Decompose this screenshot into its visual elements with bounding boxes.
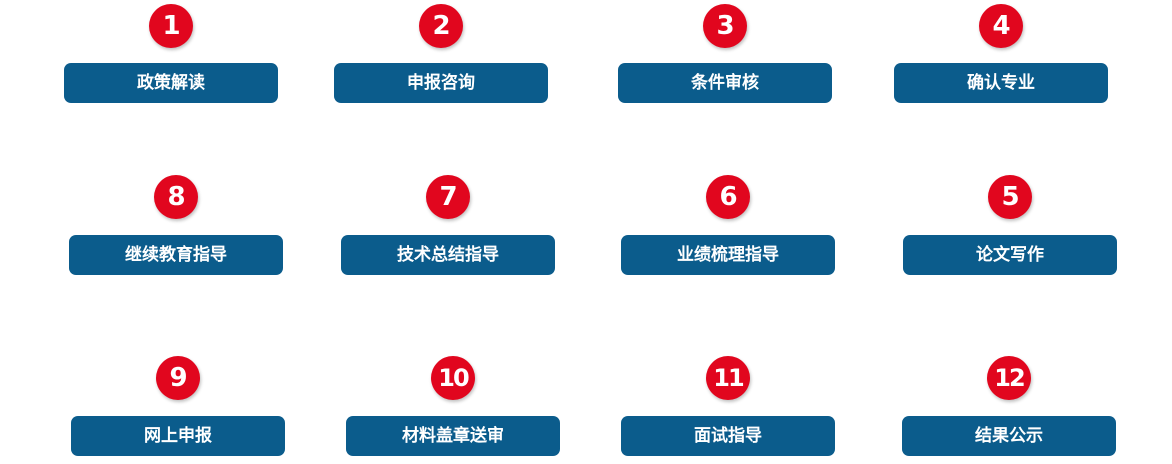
step-7: 7 技术总结指导 xyxy=(341,175,555,275)
step-8: 8 继续教育指导 xyxy=(69,175,283,275)
step-number-badge: 8 xyxy=(154,175,198,219)
step-label: 结果公示 xyxy=(902,416,1116,456)
step-number-badge: 4 xyxy=(979,4,1023,48)
step-label: 政策解读 xyxy=(64,63,278,103)
step-label: 网上申报 xyxy=(71,416,285,456)
step-number-badge: 10 xyxy=(431,356,475,400)
step-number-badge: 6 xyxy=(706,175,750,219)
step-label: 条件审核 xyxy=(618,63,832,103)
step-label: 申报咨询 xyxy=(334,63,548,103)
step-number-badge: 7 xyxy=(426,175,470,219)
step-label: 继续教育指导 xyxy=(69,235,283,275)
step-label: 论文写作 xyxy=(903,235,1117,275)
step-number-badge: 9 xyxy=(156,356,200,400)
step-label: 面试指导 xyxy=(621,416,835,456)
step-10: 10 材料盖章送审 xyxy=(346,356,560,456)
step-4: 4 确认专业 xyxy=(894,4,1108,104)
step-number-badge: 11 xyxy=(706,356,750,400)
step-11: 11 面试指导 xyxy=(621,356,835,456)
step-label: 材料盖章送审 xyxy=(346,416,560,456)
step-label: 技术总结指导 xyxy=(341,235,555,275)
step-6: 6 业绩梳理指导 xyxy=(621,175,835,275)
step-12: 12 结果公示 xyxy=(902,356,1116,456)
step-number-badge: 3 xyxy=(703,4,747,48)
step-9: 9 网上申报 xyxy=(71,356,285,456)
step-number-badge: 5 xyxy=(988,175,1032,219)
step-3: 3 条件审核 xyxy=(618,4,832,104)
step-number-badge: 2 xyxy=(419,4,463,48)
step-1: 1 政策解读 xyxy=(64,4,278,104)
step-number-badge: 1 xyxy=(149,4,193,48)
step-number-badge: 12 xyxy=(987,356,1031,400)
step-5: 5 论文写作 xyxy=(903,175,1117,275)
step-label: 确认专业 xyxy=(894,63,1108,103)
step-2: 2 申报咨询 xyxy=(334,4,548,104)
step-label: 业绩梳理指导 xyxy=(621,235,835,275)
